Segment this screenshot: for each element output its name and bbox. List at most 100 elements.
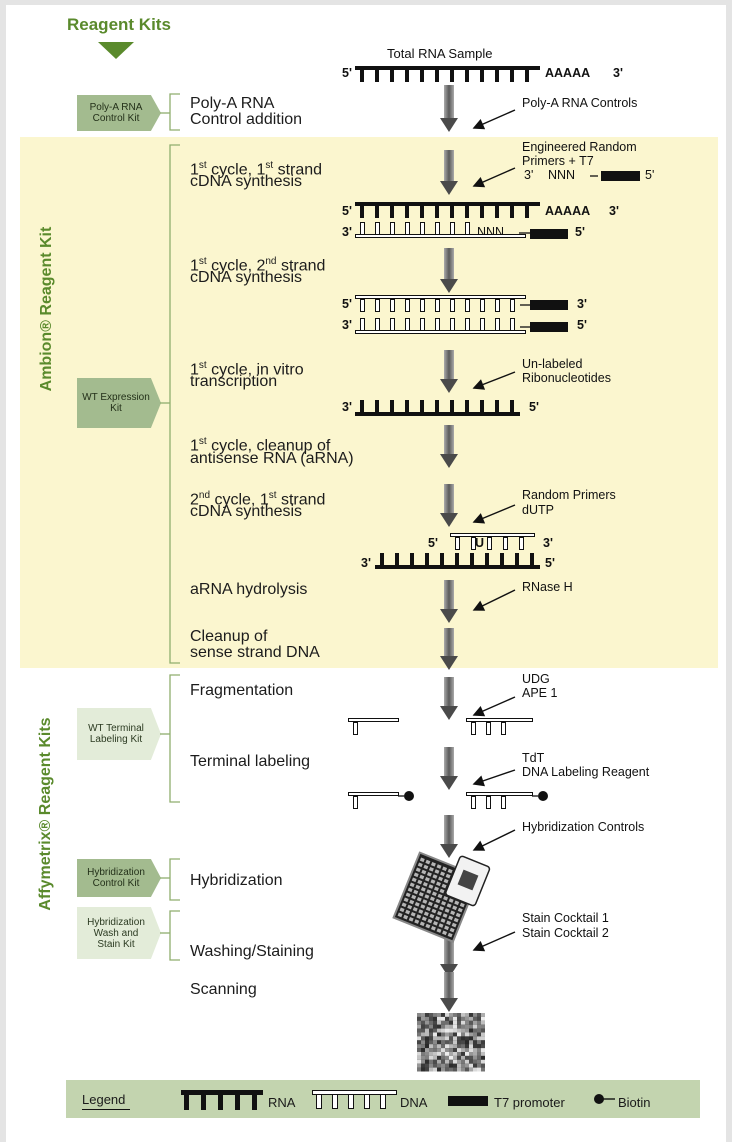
chip-feature — [443, 895, 449, 901]
dna-strand — [348, 718, 399, 722]
scan-pixel — [449, 1013, 453, 1017]
rna-base — [390, 400, 394, 416]
dna-base — [503, 537, 508, 550]
reagent-arrow-head — [472, 379, 486, 390]
polya-control-kit[interactable]: Poly-A RNA Control Kit — [77, 95, 161, 131]
chip-feature — [411, 894, 417, 900]
scan-pixel — [449, 1024, 453, 1029]
chip-feature — [423, 911, 429, 917]
chip-feature — [451, 922, 457, 928]
scan-pixel — [477, 1059, 481, 1064]
rna-base — [455, 553, 459, 569]
scan-pixel — [461, 1016, 465, 1021]
scan-pixel — [449, 1067, 453, 1072]
reagent-arrow-head — [472, 118, 486, 130]
scan-pixel — [449, 1044, 453, 1049]
rna-strand — [355, 202, 540, 206]
hybridization-wash-stain-kit[interactable]: Hybridization Wash and Stain Kit — [77, 907, 161, 959]
scan-pixel — [477, 1013, 481, 1017]
chip-feature — [409, 899, 415, 905]
scan-pixel — [429, 1032, 433, 1037]
scan-pixel — [425, 1024, 429, 1029]
scan-pixel — [461, 1013, 465, 1017]
chip-feature — [433, 903, 439, 909]
scan-pixel — [453, 1032, 457, 1037]
dna-base — [390, 299, 395, 312]
chip-feature — [422, 881, 428, 887]
scan-pixel — [453, 1016, 457, 1021]
scan-pixel — [425, 1028, 429, 1033]
scan-pixel — [461, 1063, 465, 1068]
down-arrow-head — [440, 998, 458, 1012]
dna-base — [465, 222, 470, 235]
scan-pixel — [421, 1040, 425, 1045]
scan-pixel — [425, 1063, 429, 1068]
wt-terminal-labeling-kit[interactable]: WT Terminal Labeling Kit — [77, 708, 161, 760]
scan-pixel — [437, 1016, 441, 1021]
scan-pixel — [481, 1052, 485, 1056]
chip-feature — [427, 901, 433, 907]
scan-pixel — [441, 1059, 445, 1064]
scan-pixel — [473, 1036, 477, 1041]
chip-feature — [419, 874, 425, 880]
scan-pixel — [449, 1020, 453, 1025]
scan-pixel — [465, 1055, 469, 1060]
scan-pixel — [453, 1067, 457, 1072]
down-arrow-head — [440, 656, 458, 670]
step-washing-staining: Washing/Staining — [190, 943, 314, 960]
scan-pixel — [425, 1020, 429, 1025]
rna-base — [405, 400, 409, 416]
scan-pixel — [453, 1028, 457, 1033]
end-label: 5' — [428, 536, 438, 550]
scan-pixel — [465, 1067, 469, 1072]
chip-feature — [433, 886, 439, 892]
chip-feature — [448, 915, 454, 921]
scan-pixel — [421, 1059, 425, 1064]
scan-pixel — [429, 1028, 433, 1033]
step-first-cycle-second-strand-line2: cDNA synthesis — [190, 269, 303, 286]
wt-expression-kit[interactable]: WT Expression Kit — [77, 378, 161, 428]
primer-nnn-label: NNN — [548, 168, 576, 182]
chip-feature — [442, 930, 448, 936]
scan-pixel — [429, 1055, 433, 1060]
scan-pixel — [469, 1028, 473, 1033]
reagent-arrow-head — [472, 775, 485, 787]
scan-pixel — [461, 1059, 465, 1064]
scan-pixel — [445, 1020, 449, 1025]
scan-pixel — [433, 1024, 437, 1029]
chip-feature — [422, 899, 428, 904]
chip-feature — [409, 882, 415, 888]
scan-pixel — [417, 1024, 421, 1029]
scan-pixel — [449, 1016, 453, 1021]
rnase-h-label: RNase H — [522, 580, 573, 594]
scan-pixel — [445, 1013, 449, 1017]
dna-base — [450, 318, 455, 331]
scan-pixel — [429, 1020, 433, 1025]
scan-pixel — [437, 1040, 441, 1045]
rna-base — [435, 400, 439, 416]
scan-pixel — [425, 1040, 429, 1045]
end-label: 5' — [575, 225, 585, 239]
scan-pixel — [441, 1048, 445, 1052]
scan-pixel — [453, 1052, 457, 1056]
down-arrow — [444, 150, 454, 182]
dna-base — [501, 722, 506, 735]
chip-feature — [444, 925, 450, 931]
chip-feature — [405, 909, 411, 915]
rna-base — [390, 66, 394, 82]
rna-base — [510, 66, 514, 82]
step-arna-hydrolysis: aRNA hydrolysis — [190, 581, 308, 598]
chip-feature — [417, 862, 423, 868]
scan-pixel — [465, 1013, 469, 1017]
scan-pixel — [445, 1048, 449, 1052]
down-arrow — [444, 580, 454, 610]
dna-base — [420, 299, 425, 312]
scan-pixel — [461, 1032, 465, 1037]
rna-base — [410, 553, 414, 569]
down-arrow-head — [440, 379, 458, 393]
scan-pixel — [417, 1063, 421, 1068]
chip-feature — [399, 907, 405, 913]
hybridization-control-kit[interactable]: Hybridization Control Kit — [77, 859, 161, 897]
scan-pixel — [477, 1067, 481, 1072]
scan-pixel — [477, 1020, 481, 1025]
